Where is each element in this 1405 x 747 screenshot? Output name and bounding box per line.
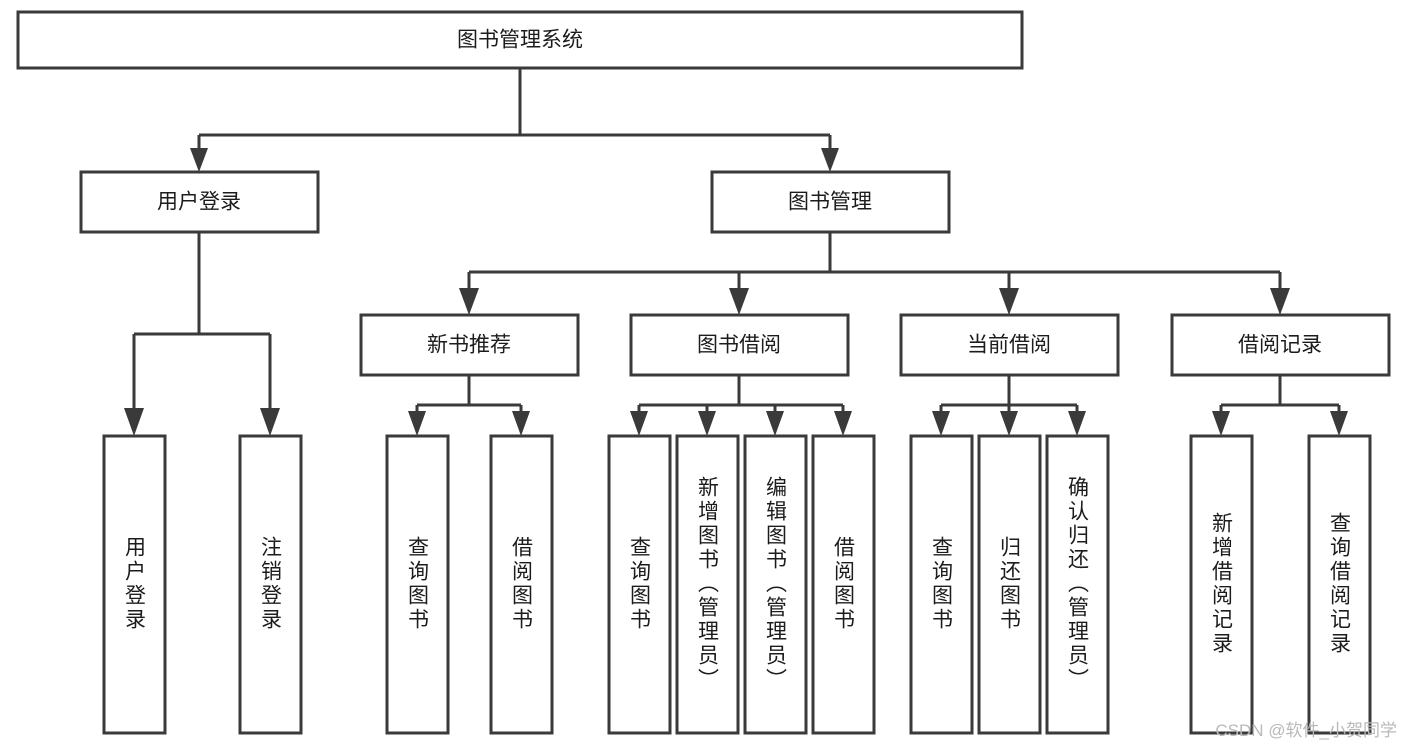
node-leaf-query-record[interactable]: 查询借阅记录 [1307, 434, 1372, 735]
node-leaf-query-book-3-label: 查询图书 [930, 536, 954, 632]
node-leaf-confirm-return-label: 确认归还（管理员） [1066, 476, 1090, 692]
node-new-book-recommend[interactable]: 新书推荐 [359, 313, 580, 377]
node-borrow-record[interactable]: 借阅记录 [1170, 313, 1391, 377]
node-leaf-add-record[interactable]: 新增借阅记录 [1189, 434, 1254, 735]
connector-borrow-record-to-leaves [1212, 375, 1348, 436]
node-leaf-return-book-label: 归还图书 [998, 536, 1022, 632]
node-leaf-user-login[interactable]: 用户登录 [102, 434, 167, 735]
node-book-borrow-label: 图书借阅 [697, 334, 781, 357]
connector-book-borrow-to-leaves [630, 375, 852, 436]
node-current-borrow[interactable]: 当前借阅 [899, 313, 1120, 377]
node-leaf-user-logout[interactable]: 注销登录 [238, 434, 303, 735]
node-root-label: 图书管理系统 [457, 29, 583, 52]
node-borrow-record-label: 借阅记录 [1238, 334, 1322, 357]
arrow-to-user-login [190, 148, 208, 172]
connector-root-to-level2 [190, 68, 839, 172]
node-leaf-query-book-1[interactable]: 查询图书 [385, 434, 450, 735]
node-current-borrow-label: 当前借阅 [967, 334, 1051, 357]
node-leaf-query-book-2[interactable]: 查询图书 [607, 434, 672, 735]
node-leaf-query-book-3[interactable]: 查询图书 [909, 434, 974, 735]
node-leaf-borrow-book-2[interactable]: 借阅图书 [811, 434, 876, 735]
node-leaf-return-book[interactable]: 归还图书 [977, 434, 1042, 735]
node-leaf-confirm-return[interactable]: 确认归还（管理员） [1045, 434, 1110, 735]
node-leaf-user-logout-label: 注销登录 [259, 536, 283, 632]
connector-user-login-to-leaves [124, 232, 280, 436]
node-leaf-borrow-book-2-label: 借阅图书 [832, 536, 856, 632]
node-leaf-query-book-1-label: 查询图书 [406, 536, 430, 632]
node-book-borrow[interactable]: 图书借阅 [629, 313, 850, 377]
node-user-login[interactable]: 用户登录 [79, 170, 320, 234]
node-leaf-borrow-book-1[interactable]: 借阅图书 [489, 434, 554, 735]
node-leaf-edit-book-label: 编辑图书（管理员） [764, 476, 788, 692]
connector-current-borrow-to-leaves [932, 375, 1086, 436]
node-book-management-label: 图书管理 [788, 191, 872, 214]
node-leaf-add-record-label: 新增借阅记录 [1210, 512, 1234, 656]
node-leaf-query-record-label: 查询借阅记录 [1328, 512, 1352, 656]
node-user-login-label: 用户登录 [157, 191, 241, 214]
node-new-book-recommend-label: 新书推荐 [427, 334, 511, 357]
node-leaf-user-login-label: 用户登录 [123, 536, 147, 632]
node-leaf-query-book-2-label: 查询图书 [628, 536, 652, 632]
connector-book-management-to-level3 [459, 232, 1290, 315]
node-leaf-add-book-label: 新增图书（管理员） [696, 476, 720, 692]
node-leaf-edit-book[interactable]: 编辑图书（管理员） [743, 434, 808, 735]
node-leaf-borrow-book-1-label: 借阅图书 [510, 536, 534, 632]
node-book-management[interactable]: 图书管理 [710, 170, 951, 234]
connector-new-book-recommend-to-leaves [408, 375, 530, 436]
arrow-to-book-management [821, 148, 839, 172]
node-leaf-add-book[interactable]: 新增图书（管理员） [675, 434, 740, 735]
node-root[interactable]: 图书管理系统 [16, 10, 1024, 70]
